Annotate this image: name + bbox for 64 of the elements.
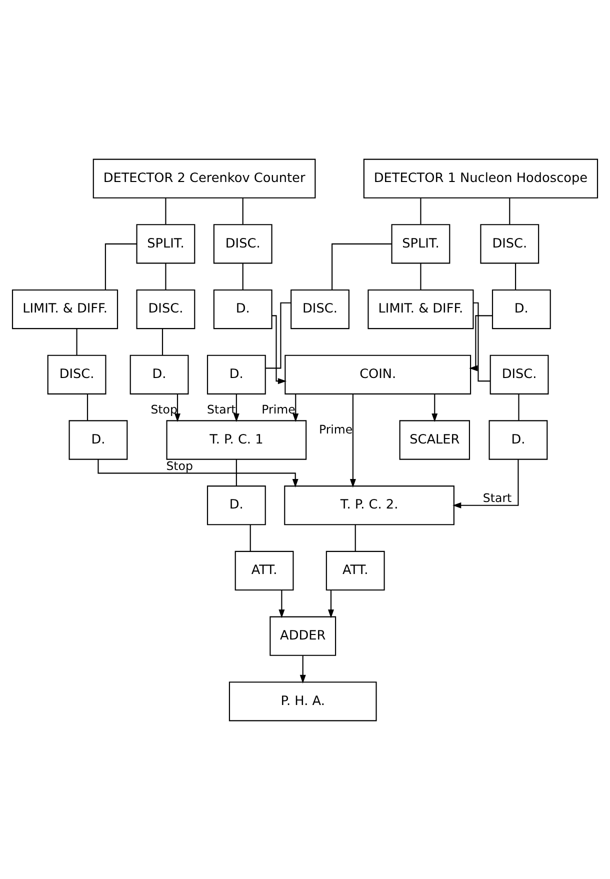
arrow: [272, 314, 287, 384]
connector: [165, 198, 166, 224]
node-box: T. P. C. 2.: [284, 485, 454, 525]
connector: [473, 302, 490, 382]
arrow: [300, 655, 306, 683]
arrow: [233, 394, 240, 422]
node-box: D.: [206, 485, 266, 525]
connector: [86, 394, 88, 420]
connector: [162, 328, 164, 355]
edge-label: Stop: [166, 458, 193, 472]
connector: [76, 328, 78, 355]
node-box: D.: [130, 354, 189, 394]
node-box: D.: [68, 420, 128, 460]
node-box: SPLIT.: [391, 224, 450, 264]
node-box: DISC.: [136, 288, 196, 329]
node-box: LIMIT. & DIFF.: [12, 288, 118, 329]
edge-label: Start: [482, 490, 512, 504]
node-box: D.: [213, 288, 272, 329]
arrow: [452, 459, 519, 508]
connector: [266, 302, 292, 368]
connector: [509, 198, 510, 224]
connector: [420, 263, 422, 290]
arrow: [98, 458, 298, 488]
node-box: DISC.: [290, 288, 350, 329]
edge-label: Stop: [150, 402, 178, 416]
connector: [332, 242, 392, 290]
node-box: D.: [206, 354, 266, 394]
connector: [250, 524, 251, 551]
node-box: DISC.: [480, 224, 540, 264]
arrow: [278, 590, 285, 618]
connector: [515, 263, 516, 290]
node-box: DETECTOR 2 Cerenkov Counter: [92, 158, 316, 198]
arrow: [328, 590, 334, 618]
node-box: DISC.: [47, 354, 106, 394]
connector: [165, 263, 166, 290]
node-box: DISC.: [213, 224, 272, 264]
node-box: P. H. A.: [228, 681, 377, 721]
connector: [354, 524, 356, 551]
arrow: [432, 394, 438, 422]
node-box: LIMIT. & DIFF.: [368, 288, 474, 329]
arrow: [350, 393, 356, 488]
connector: [242, 198, 244, 224]
node-box: DETECTOR 1 Nucleon Hodoscope: [363, 158, 598, 198]
arrow: [292, 394, 299, 422]
node-box: D.: [488, 420, 548, 460]
node-box: D.: [492, 288, 551, 329]
connector: [242, 263, 244, 290]
node-box: DISC.: [490, 354, 549, 394]
node-box: ATT.: [234, 550, 294, 590]
connector: [104, 242, 137, 290]
node-box: COIN.: [284, 354, 472, 394]
connector: [420, 198, 422, 224]
arrow: [469, 314, 492, 371]
node-box: T. P. C. 1: [166, 420, 307, 460]
node-box: ATT.: [326, 550, 385, 590]
node-box: SCALER: [399, 420, 470, 460]
node-box: ADDER: [270, 616, 336, 656]
connector: [236, 459, 237, 486]
arrow: [174, 394, 180, 422]
edge-label: Prime: [262, 402, 296, 416]
connector: [518, 394, 520, 420]
edge-label: Start: [207, 402, 236, 416]
node-box: SPLIT.: [136, 224, 196, 264]
edge-label: Prime: [318, 422, 353, 436]
